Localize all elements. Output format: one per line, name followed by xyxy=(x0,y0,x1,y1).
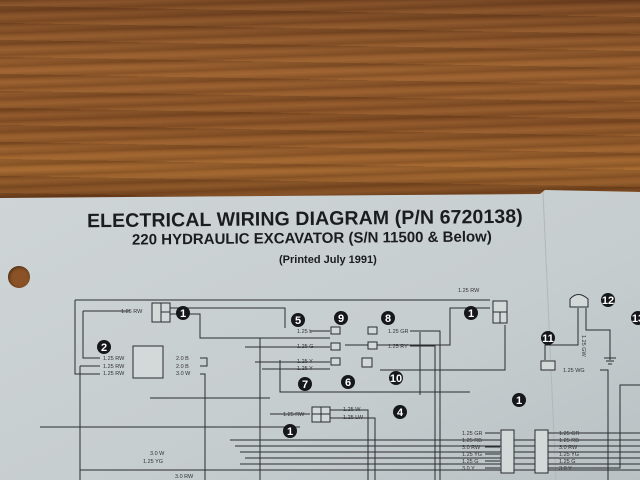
svg-text:1.25 WG: 1.25 WG xyxy=(563,368,585,374)
svg-text:3.0 Y: 3.0 Y xyxy=(559,466,572,472)
callout-1: 1 xyxy=(464,306,478,320)
callout-7: 7 xyxy=(298,377,312,391)
fuse-box xyxy=(132,345,164,379)
svg-text:1.25 GR: 1.25 GR xyxy=(462,431,483,437)
svg-text:2.0 B: 2.0 B xyxy=(176,356,189,362)
svg-text:1.25 RW: 1.25 RW xyxy=(103,364,125,370)
svg-text:9: 9 xyxy=(338,313,344,325)
components xyxy=(132,294,589,474)
callout-1: 1 xyxy=(176,306,190,320)
svg-text:2.0 B: 2.0 B xyxy=(176,364,189,370)
svg-text:1.25 L: 1.25 L xyxy=(297,329,312,335)
svg-text:1: 1 xyxy=(516,395,522,407)
svg-text:1.25 RW: 1.25 RW xyxy=(121,309,143,315)
svg-text:3.0 Y: 3.0 Y xyxy=(462,466,475,472)
svg-text:5: 5 xyxy=(295,315,301,327)
svg-text:4: 4 xyxy=(397,407,404,419)
svg-text:1.25 Y: 1.25 Y xyxy=(297,366,313,372)
svg-text:1.25 RB: 1.25 RB xyxy=(559,438,579,444)
svg-text:8: 8 xyxy=(385,313,391,325)
diagram-subtitle: 220 HYDRAULIC EXCAVATOR (S/N 11500 & Bel… xyxy=(131,228,492,249)
svg-text:1.25 RB: 1.25 RB xyxy=(462,438,482,444)
svg-text:1.25 W: 1.25 W xyxy=(343,407,361,413)
callout-6: 6 xyxy=(341,375,355,389)
svg-text:1.25 LW: 1.25 LW xyxy=(343,415,364,421)
callout-13: 13 xyxy=(631,311,640,325)
svg-text:10: 10 xyxy=(390,373,402,385)
svg-text:3.0 RW: 3.0 RW xyxy=(559,445,578,451)
svg-text:1.25 G: 1.25 G xyxy=(462,459,479,465)
svg-text:3.0 RW: 3.0 RW xyxy=(175,474,194,480)
callout-11: 11 xyxy=(541,331,555,345)
svg-text:3.0 W: 3.0 W xyxy=(176,371,191,377)
svg-text:11: 11 xyxy=(542,333,554,345)
svg-text:1: 1 xyxy=(180,308,186,320)
svg-text:2: 2 xyxy=(101,342,107,354)
svg-text:1.25 GR: 1.25 GR xyxy=(559,431,580,437)
callout-1: 1 xyxy=(283,424,297,438)
svg-text:1.25 GR: 1.25 GR xyxy=(388,329,409,335)
svg-text:13: 13 xyxy=(632,313,640,325)
callout-10: 10 xyxy=(389,371,403,385)
svg-text:1.25 RW: 1.25 RW xyxy=(458,288,480,294)
svg-text:1.25 G: 1.25 G xyxy=(297,344,314,350)
punch-hole xyxy=(8,266,30,288)
wire-labels: 1.25 RW 1.25 RW 1.25 RW 1.25 RW 1.25 RW … xyxy=(103,288,586,480)
svg-text:1: 1 xyxy=(287,426,293,438)
svg-text:3.0 RW: 3.0 RW xyxy=(462,445,481,451)
wooden-table-background xyxy=(0,0,640,200)
callout-1: 1 xyxy=(512,393,526,407)
svg-text:7: 7 xyxy=(302,379,308,391)
svg-text:1.25 RW: 1.25 RW xyxy=(103,356,125,362)
svg-text:1: 1 xyxy=(468,308,474,320)
svg-text:1.25 G: 1.25 G xyxy=(559,459,576,465)
svg-text:1.25 RY: 1.25 RY xyxy=(388,344,408,350)
svg-text:1.25 RW: 1.25 RW xyxy=(283,412,305,418)
horn-switch xyxy=(569,294,589,308)
printed-date: (Printed July 1991) xyxy=(279,254,377,266)
svg-text:1.25 YG: 1.25 YG xyxy=(559,452,579,458)
svg-text:1.25 YG: 1.25 YG xyxy=(462,452,482,458)
svg-text:12: 12 xyxy=(602,295,614,307)
svg-text:1.25 Y: 1.25 Y xyxy=(297,359,313,365)
callout-12: 12 xyxy=(601,293,615,307)
callout-4: 4 xyxy=(393,405,407,419)
callout-8: 8 xyxy=(381,311,395,325)
svg-text:1.25 YG: 1.25 YG xyxy=(143,459,163,465)
svg-text:6: 6 xyxy=(345,377,351,389)
svg-text:1.25 RW: 1.25 RW xyxy=(103,371,125,377)
svg-text:3.0 W: 3.0 W xyxy=(150,451,165,457)
callout-2: 2 xyxy=(97,340,111,354)
callout-5: 5 xyxy=(291,313,305,327)
callouts: 1 2 5 9 8 1 12 11 7 6 10 4 1 1 13 xyxy=(97,293,640,438)
callout-9: 9 xyxy=(334,311,348,325)
svg-text:1.25 GW: 1.25 GW xyxy=(580,335,586,358)
